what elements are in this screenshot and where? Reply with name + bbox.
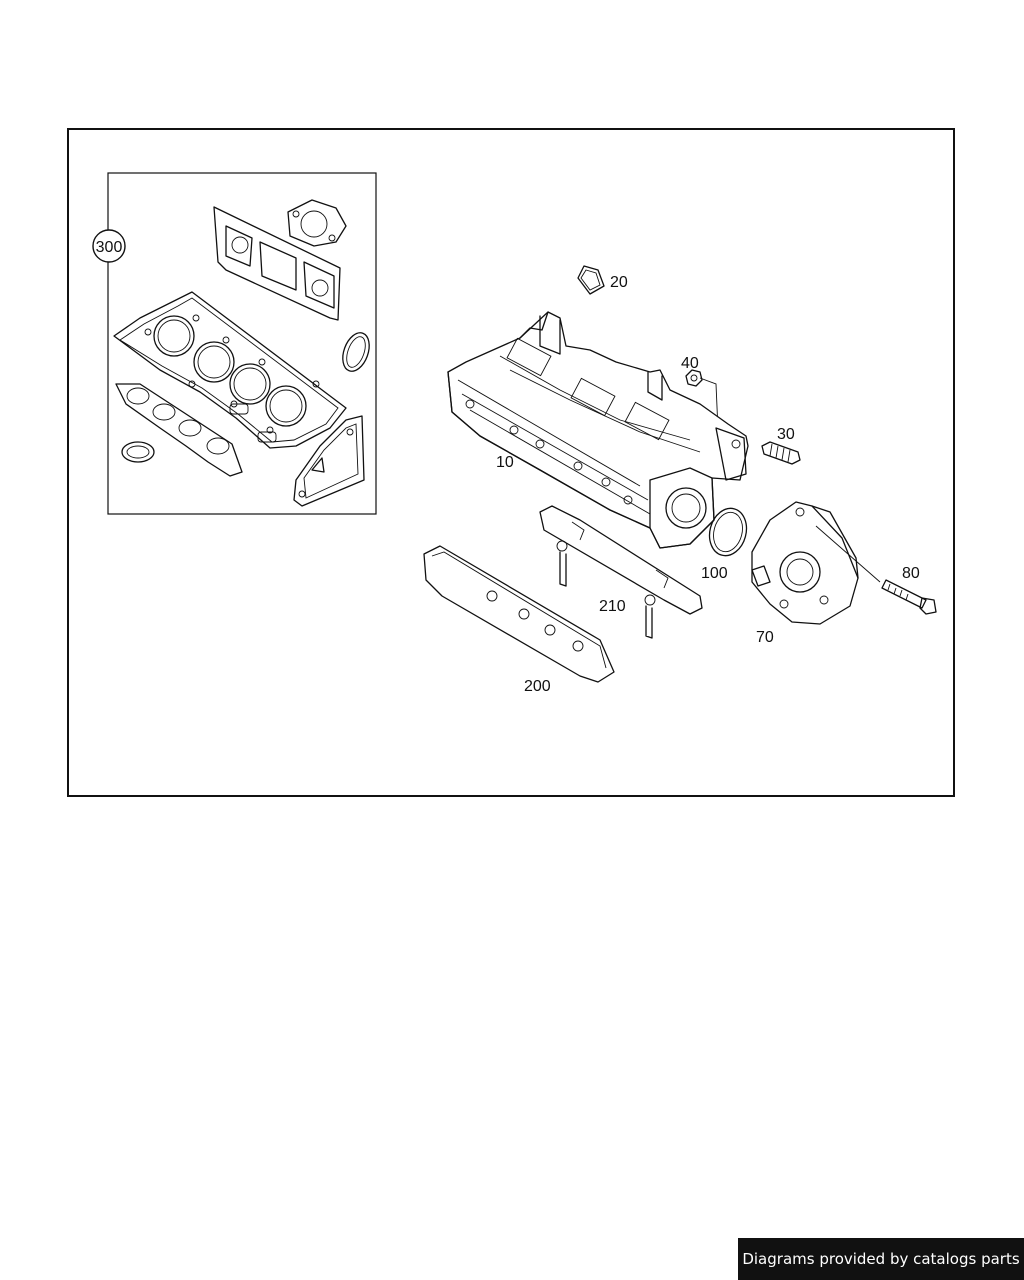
- part-40-nut: [685, 369, 719, 431]
- turbo-flange-gasket: [287, 199, 347, 247]
- kit-callout-label: 300: [96, 239, 123, 256]
- part-20-gasket: [577, 265, 605, 295]
- part-30-sensor: [761, 441, 801, 465]
- part-10-housing: [447, 311, 749, 549]
- label-part-10: 10: [496, 454, 514, 471]
- part-200-gasket: [423, 545, 615, 683]
- diagram-frame: [67, 128, 955, 797]
- label-part-200: 200: [524, 678, 551, 695]
- gasket-kit-group: 300: [92, 172, 377, 515]
- part-80-bolt: [881, 579, 937, 615]
- cover-gasket: [293, 415, 365, 507]
- label-part-40: 40: [681, 355, 699, 372]
- label-part-100: 100: [701, 565, 728, 582]
- credit-text: Diagrams provided by catalogs parts: [742, 1250, 1020, 1268]
- part-210-plate: [539, 505, 703, 639]
- credit-banner: Diagrams provided by catalogs parts: [738, 1238, 1024, 1280]
- label-part-30: 30: [777, 426, 795, 443]
- seal-ring: [342, 332, 370, 372]
- part-100-oring: [708, 507, 748, 557]
- label-part-210: 210: [599, 598, 626, 615]
- small-seal-ring: [121, 441, 155, 463]
- label-part-80: 80: [902, 565, 920, 582]
- intake-manifold-gasket: [115, 383, 243, 477]
- part-70-pump: [751, 501, 881, 625]
- cylinder-head-gasket: [113, 291, 347, 449]
- kit-callout-300[interactable]: 300: [92, 229, 126, 263]
- label-part-70: 70: [756, 629, 774, 646]
- exhaust-manifold-gasket: [213, 206, 341, 321]
- label-part-20: 20: [610, 274, 628, 291]
